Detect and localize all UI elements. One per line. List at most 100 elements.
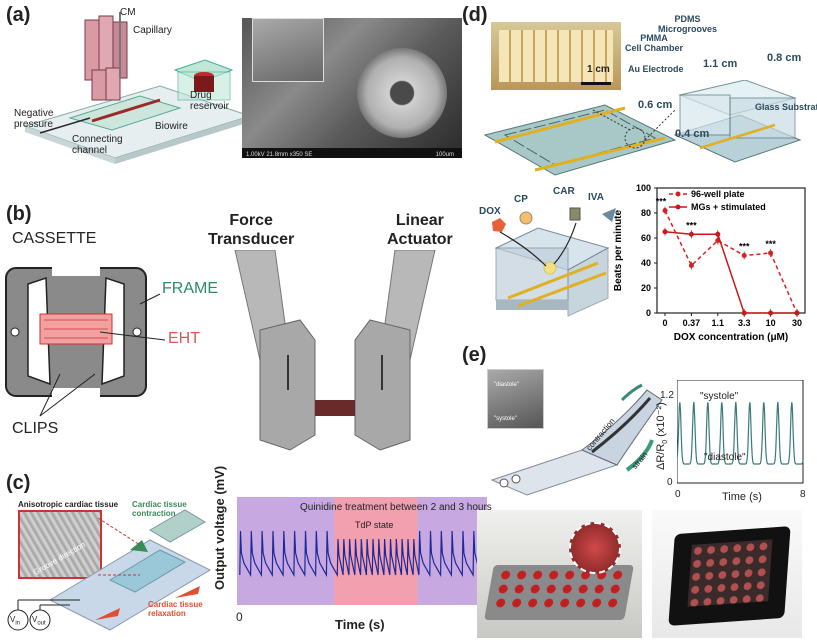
sem-biowire-cross-section: [357, 48, 447, 138]
d-series-line-1: [664, 231, 797, 314]
d-legend-marker: [675, 191, 681, 197]
sealed-wells: [687, 539, 773, 607]
plate-wells: [491, 568, 627, 612]
panel-label-b: (b): [6, 203, 32, 225]
e-diastole-label: "diastole": [704, 452, 746, 463]
label-dim-11: 1.1 cm: [703, 58, 738, 70]
d-significance-mark: ***: [656, 197, 667, 207]
label-dim-04: 0.4 cm: [675, 128, 710, 140]
groove-micrograph: Groove direction: [18, 510, 102, 579]
label-drug-reservoir: Drug reservoir: [190, 90, 229, 112]
d-x-tick-label: 30: [792, 318, 802, 328]
sem-inset: [252, 18, 324, 82]
label-anisotropic: Anisotropic cardiac tissue: [18, 500, 119, 509]
d-y-tick-label: 20: [641, 283, 651, 293]
label-dim-08: 0.8 cm: [767, 52, 802, 64]
label-dim-06: 0.6 cm: [638, 99, 673, 111]
d-y-tick-label: 80: [641, 208, 651, 218]
label-frame: FRAME: [162, 280, 218, 297]
d-y-axis-label: Beats per minute: [613, 209, 624, 291]
label-biowire: Biowire: [155, 121, 188, 132]
sem-micrograph: 1.00kV 21.8mm x350 SE 100um: [242, 18, 462, 158]
label-vin: Vin: [10, 615, 21, 627]
d-legend-label: 96-well plate: [691, 189, 745, 199]
label-diastole-small: "diastole": [494, 382, 519, 388]
label-force-transducer: Force Transducer: [208, 212, 295, 248]
e-x-axis-label: Time (s): [722, 491, 762, 503]
sealed-plate-photo: [652, 510, 802, 638]
resistance-trace-chart: [677, 380, 804, 484]
label-pmma: PMMA Cell Chamber: [625, 33, 684, 53]
tdp-region: [334, 497, 418, 605]
d-y-tick-label: 60: [641, 233, 651, 243]
e-y-tick-bottom: 0: [667, 477, 673, 488]
cassette-diagram: [5, 264, 166, 417]
e-x-tick-right: 8: [800, 489, 806, 500]
label-glass-substrate: Glass Substrate: [755, 102, 817, 112]
d-x-tick-label: 3.3: [738, 318, 751, 328]
label-pdms: PDMS Microgrooves: [658, 14, 718, 34]
d-plot-frame: [656, 187, 806, 314]
label-systole-small: "systole": [494, 416, 517, 422]
label-linear-actuator: Linear Actuator: [387, 212, 453, 248]
voltage-trace-chart: [237, 497, 487, 605]
c-tdp-label: TdP state: [355, 520, 394, 530]
label-cassette: CASSETTE: [12, 230, 97, 247]
label-vout: Vout: [32, 615, 46, 627]
d-y-tick-label: 0: [646, 308, 651, 318]
d-significance-mark: ***: [739, 242, 750, 252]
biowire-chip-diagram: [23, 12, 252, 164]
e-systole-label: "systole": [700, 391, 739, 402]
label-negative-pressure: Negative pressure: [14, 108, 54, 130]
label-connecting-channel: Connecting channel: [72, 134, 123, 156]
label-relaxation: Cardiac tissue relaxation: [148, 600, 203, 618]
c-y-axis-label: Output voltage (mV): [212, 465, 227, 590]
d-x-tick-label: 0: [662, 318, 667, 328]
label-eht: EHT: [168, 330, 200, 347]
d-legend-marker: [675, 204, 681, 210]
sem-caption-right: 100um: [435, 152, 454, 158]
scale-bar: [581, 82, 611, 85]
e-y-axis-label: ΔR/R0 (x10⁻²): [655, 402, 670, 470]
device-grid: [499, 30, 613, 82]
e-plot-frame: [677, 380, 804, 484]
label-clips: CLIPS: [12, 420, 59, 437]
sensor-device-diagram: [7, 509, 212, 631]
label-cm: CM: [120, 7, 136, 18]
d-y-tick-label: 40: [641, 258, 651, 268]
panel-label-a: (a): [6, 4, 31, 26]
label-capillary: Capillary: [133, 25, 172, 36]
d-x-axis-label: DOX concentration (μM): [674, 332, 788, 343]
d-x-tick-label: 1.1: [712, 318, 725, 328]
force-measurement-rig: [234, 250, 436, 451]
c-x-min: 0: [236, 610, 243, 624]
e-x-tick-left: 0: [675, 489, 681, 500]
sem-caption-left: 1.00kV 21.8mm x350 SE: [246, 152, 313, 158]
d-significance-mark: ***: [686, 220, 697, 230]
microgroove-device-diagram: [483, 80, 802, 176]
c-x-axis-label: Time (s): [335, 617, 385, 632]
well-plate-photo: [477, 510, 642, 638]
flexible-sensor-diagram: [490, 383, 663, 496]
label-contraction: Cardiac tissue contraction: [132, 500, 187, 518]
drug-exposure-diagram: [492, 207, 616, 317]
well-zoom: [569, 522, 621, 574]
label-au-electrode: Au Electrode: [628, 64, 684, 74]
panel-label-e: (e): [462, 344, 487, 366]
d-x-tick-label: 0.37: [683, 318, 701, 328]
device-photo: [491, 22, 621, 90]
d-significance-mark: ***: [765, 239, 776, 249]
panel-label-c: (c): [6, 472, 31, 494]
voltage-trace-line: [239, 530, 487, 578]
d-legend-label: MGs + stimulated: [691, 202, 766, 212]
sem-caption-bar: [242, 148, 462, 158]
d-x-tick-label: 10: [766, 318, 776, 328]
sensor-photo: "diastole" "systole": [487, 369, 544, 429]
label-scale-bar: 1 cm: [587, 64, 610, 75]
panel-label-d: (d): [462, 4, 488, 26]
d-y-tick-label: 100: [636, 183, 651, 193]
resistance-trace-line: [677, 401, 804, 465]
e-y-tick-top: 1.2: [660, 390, 674, 401]
label-cp: CP: [514, 194, 528, 205]
